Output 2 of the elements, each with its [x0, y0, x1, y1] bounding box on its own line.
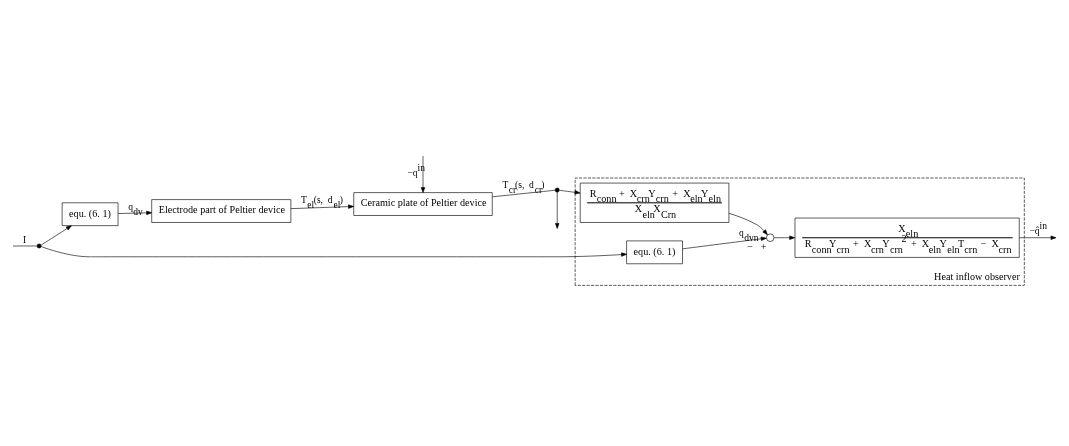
node-label: − +	[747, 240, 767, 252]
edge-label: I	[23, 234, 27, 245]
